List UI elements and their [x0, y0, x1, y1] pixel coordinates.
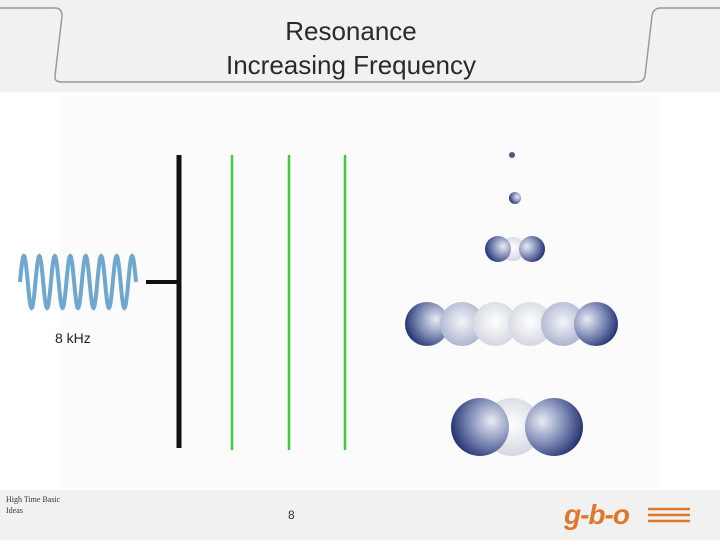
title-line-2: Increasing Frequency — [225, 50, 477, 80]
header-frame — [0, 7, 720, 83]
sphere-row-4 — [405, 302, 618, 346]
sphere-row-3 — [485, 236, 545, 262]
sine-wave — [18, 253, 138, 311]
sphere-row-5 — [451, 398, 583, 456]
footer-text: High Time Basic Ideas — [6, 495, 61, 515]
frequency-label: 8 kHz — [55, 330, 91, 346]
footer-band — [0, 490, 720, 540]
svg-text:g-b-o: g-b-o — [563, 499, 630, 530]
gbo-logo: g-b-o — [563, 499, 690, 530]
title-line-1: Resonance — [285, 16, 417, 46]
page-number: 8 — [288, 508, 295, 522]
sphere-tiny — [509, 152, 515, 158]
header-band — [0, 0, 720, 92]
slide-title: Resonance Increasing Frequency — [0, 14, 702, 82]
sphere-small — [509, 192, 521, 204]
